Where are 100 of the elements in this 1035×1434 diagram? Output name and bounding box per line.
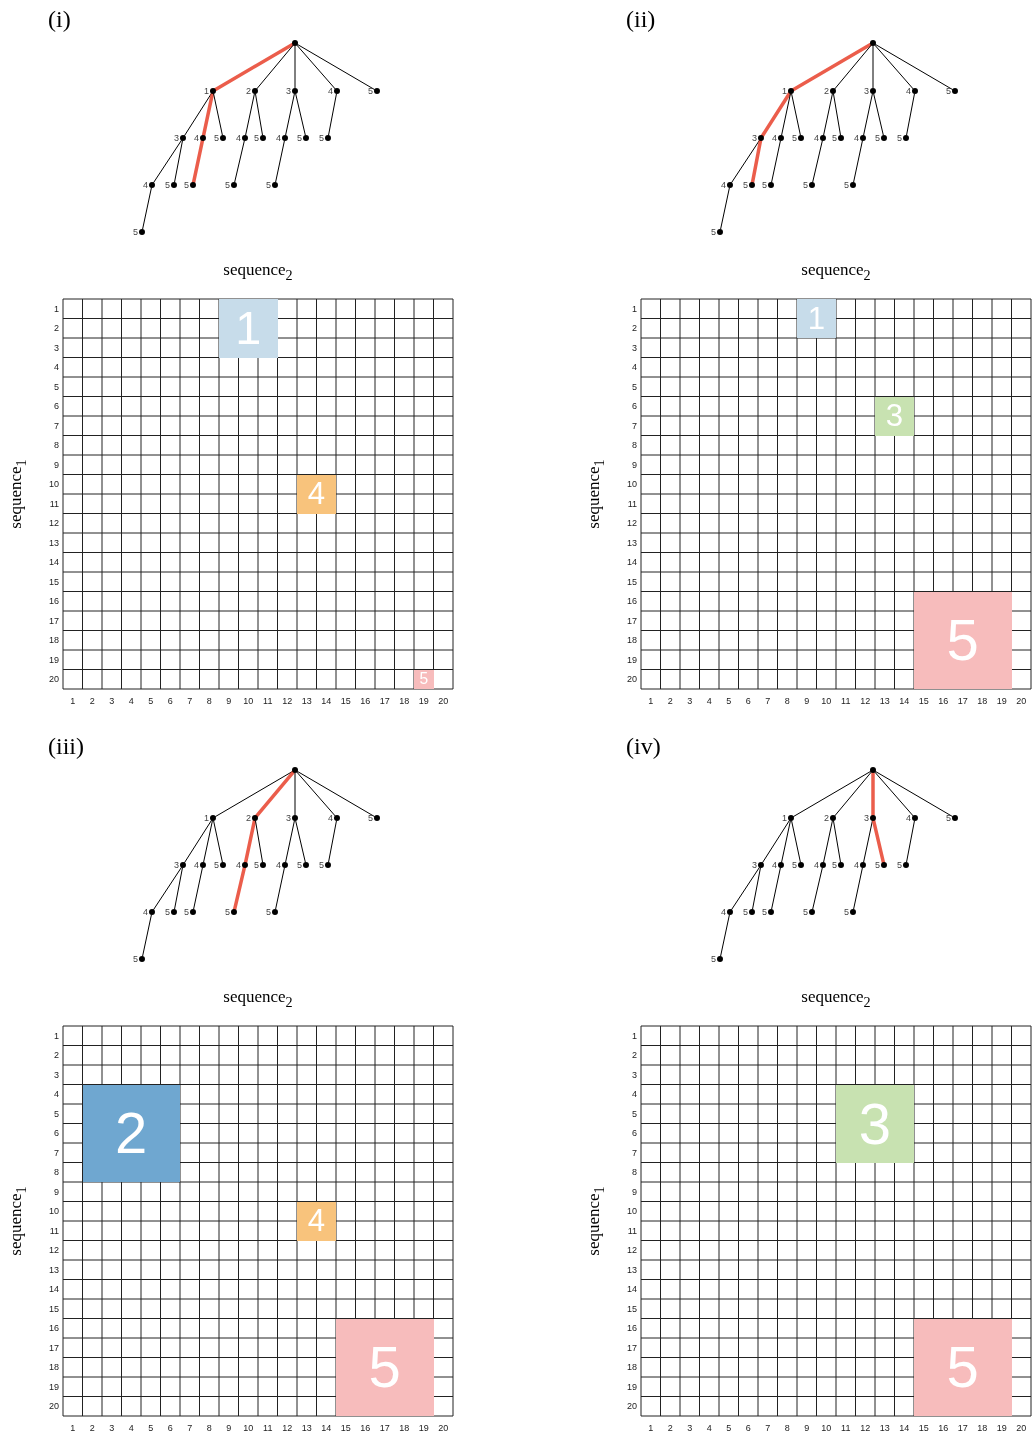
tick-label: 11 — [263, 1423, 273, 1433]
tree-node: 4 — [814, 133, 826, 143]
highlighted-block: 2 — [82, 1084, 180, 1182]
tick-label: 6 — [54, 1128, 59, 1139]
tick-label: 12 — [282, 696, 293, 706]
tree-edge — [234, 140, 245, 183]
tree-edge — [191, 139, 205, 184]
tree-node: 2 — [246, 813, 258, 823]
tree-edge — [255, 820, 263, 863]
tick-label: 19 — [418, 696, 429, 706]
tick-label: 16 — [49, 596, 59, 607]
tick-label: 17 — [379, 696, 390, 706]
tree-node: 5 — [133, 227, 145, 237]
tree-node: 5 — [875, 860, 887, 870]
tree-node: 2 — [246, 86, 258, 96]
tick-label: 15 — [918, 1423, 929, 1433]
tick-label: 11 — [841, 1423, 851, 1433]
tree-edge — [275, 867, 285, 910]
tick-label: 17 — [49, 1342, 59, 1353]
tick-label: 10 — [243, 1423, 254, 1433]
tree-edge — [184, 820, 212, 863]
tick-label: 19 — [418, 1423, 429, 1433]
tick-label: 18 — [399, 1423, 410, 1433]
tick-label: 19 — [627, 654, 637, 665]
tree-edge — [153, 140, 182, 183]
tick-label: 15 — [49, 1303, 59, 1314]
tree-edge — [833, 93, 841, 136]
tree-node: 4 — [328, 86, 340, 96]
tree-edge — [731, 867, 760, 910]
tree-node: 5 — [297, 860, 309, 870]
tree-node: 5 — [225, 180, 237, 190]
tree-node: 5 — [844, 907, 856, 917]
tree-node: 3 — [174, 133, 186, 143]
tick-label: 2 — [667, 1423, 673, 1433]
tick-label: 1 — [648, 696, 654, 706]
tree-edge — [215, 771, 293, 817]
tree-node: 4 — [772, 133, 784, 143]
tree-node: 5 — [319, 133, 331, 143]
tree-node: 5 — [711, 227, 723, 237]
tree-node: 5 — [368, 86, 380, 96]
tick-label: 9 — [226, 1423, 232, 1433]
tick-label: 10 — [627, 1206, 637, 1217]
tree-edge — [328, 93, 337, 136]
tick-label: 3 — [632, 1069, 637, 1080]
tree-edge — [791, 42, 873, 92]
tree-node: 3 — [286, 813, 298, 823]
tick-label: 20 — [438, 1423, 449, 1433]
tree-edge — [791, 93, 801, 136]
tree-edge — [255, 93, 263, 136]
tree-edge — [871, 819, 886, 864]
tick-label: 10 — [821, 1423, 832, 1433]
tick-label: 4 — [54, 362, 59, 373]
panel-label: (ii) — [626, 6, 656, 33]
tree-node: 5 — [133, 954, 145, 964]
tick-label: 7 — [54, 1147, 59, 1158]
tick-label: 11 — [627, 1225, 637, 1236]
tick-label: 15 — [49, 576, 59, 587]
tick-label: 13 — [49, 537, 59, 548]
tick-label: 3 — [54, 1069, 59, 1080]
tick-label: 9 — [54, 1186, 59, 1197]
tick-label: 14 — [321, 1423, 332, 1433]
tree-node: 5 — [803, 907, 815, 917]
tick-label: 15 — [627, 1303, 637, 1314]
tick-label: 15 — [627, 576, 637, 587]
tick-label: 5 — [54, 381, 59, 392]
tick-label: 20 — [438, 696, 449, 706]
tick-label: 19 — [49, 654, 59, 665]
highlighted-block: 3 — [875, 396, 914, 436]
tree-edge — [142, 914, 152, 957]
tree-node: 5 — [368, 813, 380, 823]
tick-label: 10 — [821, 696, 832, 706]
tick-label: 3 — [109, 696, 115, 706]
tree-edge — [875, 771, 953, 817]
tree-node: 5 — [254, 860, 266, 870]
tick-label: 19 — [49, 1381, 59, 1392]
tree-node: 5 — [165, 907, 177, 917]
tree-edge — [193, 867, 203, 910]
tree-node: 5 — [319, 860, 331, 870]
tick-label: 13 — [879, 1423, 890, 1433]
tick-label: 1 — [632, 303, 637, 314]
tree-edge — [213, 93, 223, 136]
tree-edge — [833, 820, 841, 863]
tree-edge — [853, 140, 863, 183]
tree-edge — [731, 140, 760, 183]
tick-label: 16 — [49, 1323, 59, 1334]
tick-label: 8 — [632, 440, 637, 451]
tree-node: 5 — [165, 180, 177, 190]
tick-label: 10 — [49, 1206, 59, 1217]
tree-edge — [760, 91, 792, 138]
tree-node: 2 — [824, 86, 836, 96]
tick-label: 3 — [109, 1423, 115, 1433]
tick-label: 4 — [128, 1423, 134, 1433]
tree-node: 5 — [184, 180, 196, 190]
tree-edge — [297, 771, 375, 817]
tree-node: 3 — [864, 86, 876, 96]
tick-label: 11 — [49, 1225, 59, 1236]
tick-label: 1 — [70, 696, 76, 706]
tree-root-dot — [292, 38, 298, 48]
tree-node: 4 — [906, 813, 918, 823]
tree-node: 1 — [782, 86, 794, 96]
